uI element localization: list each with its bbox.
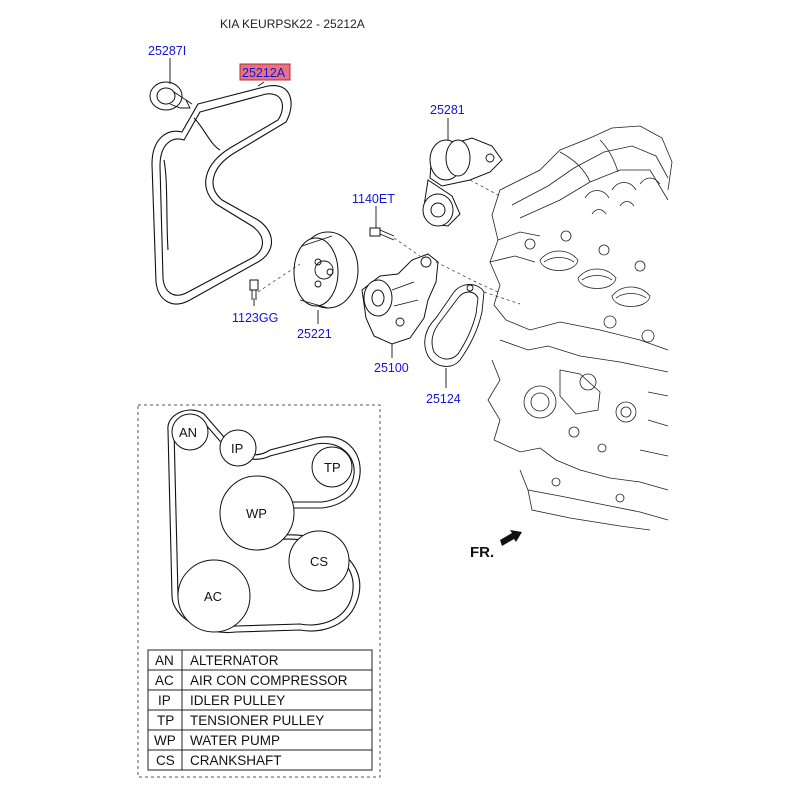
tensioner-drawing xyxy=(422,137,503,227)
legend-code: TP xyxy=(157,713,174,728)
leader-lines xyxy=(169,58,449,388)
idler-pulley xyxy=(219,429,257,467)
crankshaft-pulley xyxy=(288,530,350,592)
belt-layout-frame xyxy=(137,404,381,778)
legend-code: CS xyxy=(156,753,175,768)
legend-name: IDLER PULLEY xyxy=(190,693,285,708)
pulley-label-ac: AC xyxy=(204,589,222,604)
part-number-25212a[interactable]: 25212A xyxy=(242,66,286,80)
gasket-drawing xyxy=(424,284,485,367)
idler-pulley-drawing xyxy=(149,81,193,111)
front-label: FR. xyxy=(470,544,494,561)
part-number-1123gg[interactable]: 1123GG xyxy=(232,311,278,325)
pulley-label-wp: WP xyxy=(246,506,267,521)
drive-belt-drawing xyxy=(151,85,292,305)
legend-code: WP xyxy=(154,733,176,748)
legend-name: WATER PUMP xyxy=(190,733,280,748)
alternator-pulley xyxy=(171,413,209,451)
legend-code: AN xyxy=(155,653,174,668)
diagram-title: KIA KEURPSK22 - 25212A xyxy=(220,17,365,31)
part-number-1140et[interactable]: 1140ET xyxy=(352,192,395,206)
explode-lines xyxy=(257,179,521,305)
legend-code: IP xyxy=(158,693,171,708)
part-number-25287i[interactable]: 25287I xyxy=(148,44,186,58)
bolt-upper-drawing xyxy=(369,227,395,241)
part-number-25100[interactable]: 25100 xyxy=(374,361,409,375)
engine-block-drawing xyxy=(487,125,673,531)
legend-table: AN ALTERNATOR AC AIR CON COMPRESSOR IP I… xyxy=(147,649,373,771)
bolt-lower-drawing xyxy=(249,279,259,300)
legend-name: CRANKSHAFT xyxy=(190,753,282,768)
legend-name: AIR CON COMPRESSOR xyxy=(190,673,348,688)
pulley-label-an: AN xyxy=(179,425,197,440)
legend-code: AC xyxy=(155,673,174,688)
part-callout-highlight xyxy=(239,63,291,81)
tensioner-pulley xyxy=(311,446,353,488)
belt-routing-diagram: AN IP TP WP CS AC xyxy=(167,409,361,634)
part-number-25281[interactable]: 25281 xyxy=(430,103,465,117)
part-number-25221[interactable]: 25221 xyxy=(297,327,332,341)
pulley-label-cs: CS xyxy=(310,554,328,569)
ac-compressor-pulley xyxy=(177,559,251,633)
water-pump-drawing xyxy=(361,253,439,345)
legend-name: TENSIONER PULLEY xyxy=(190,713,324,728)
front-direction-indicator: FR. xyxy=(470,530,522,561)
front-arrow-icon xyxy=(500,530,522,546)
water-pump-pulley xyxy=(219,475,295,551)
part-number-25124[interactable]: 25124 xyxy=(426,392,461,406)
pulley-label-ip: IP xyxy=(231,441,243,456)
legend-name: ALTERNATOR xyxy=(190,653,279,668)
pulley-label-tp: TP xyxy=(324,460,341,475)
pump-pulley-drawing xyxy=(293,231,359,309)
